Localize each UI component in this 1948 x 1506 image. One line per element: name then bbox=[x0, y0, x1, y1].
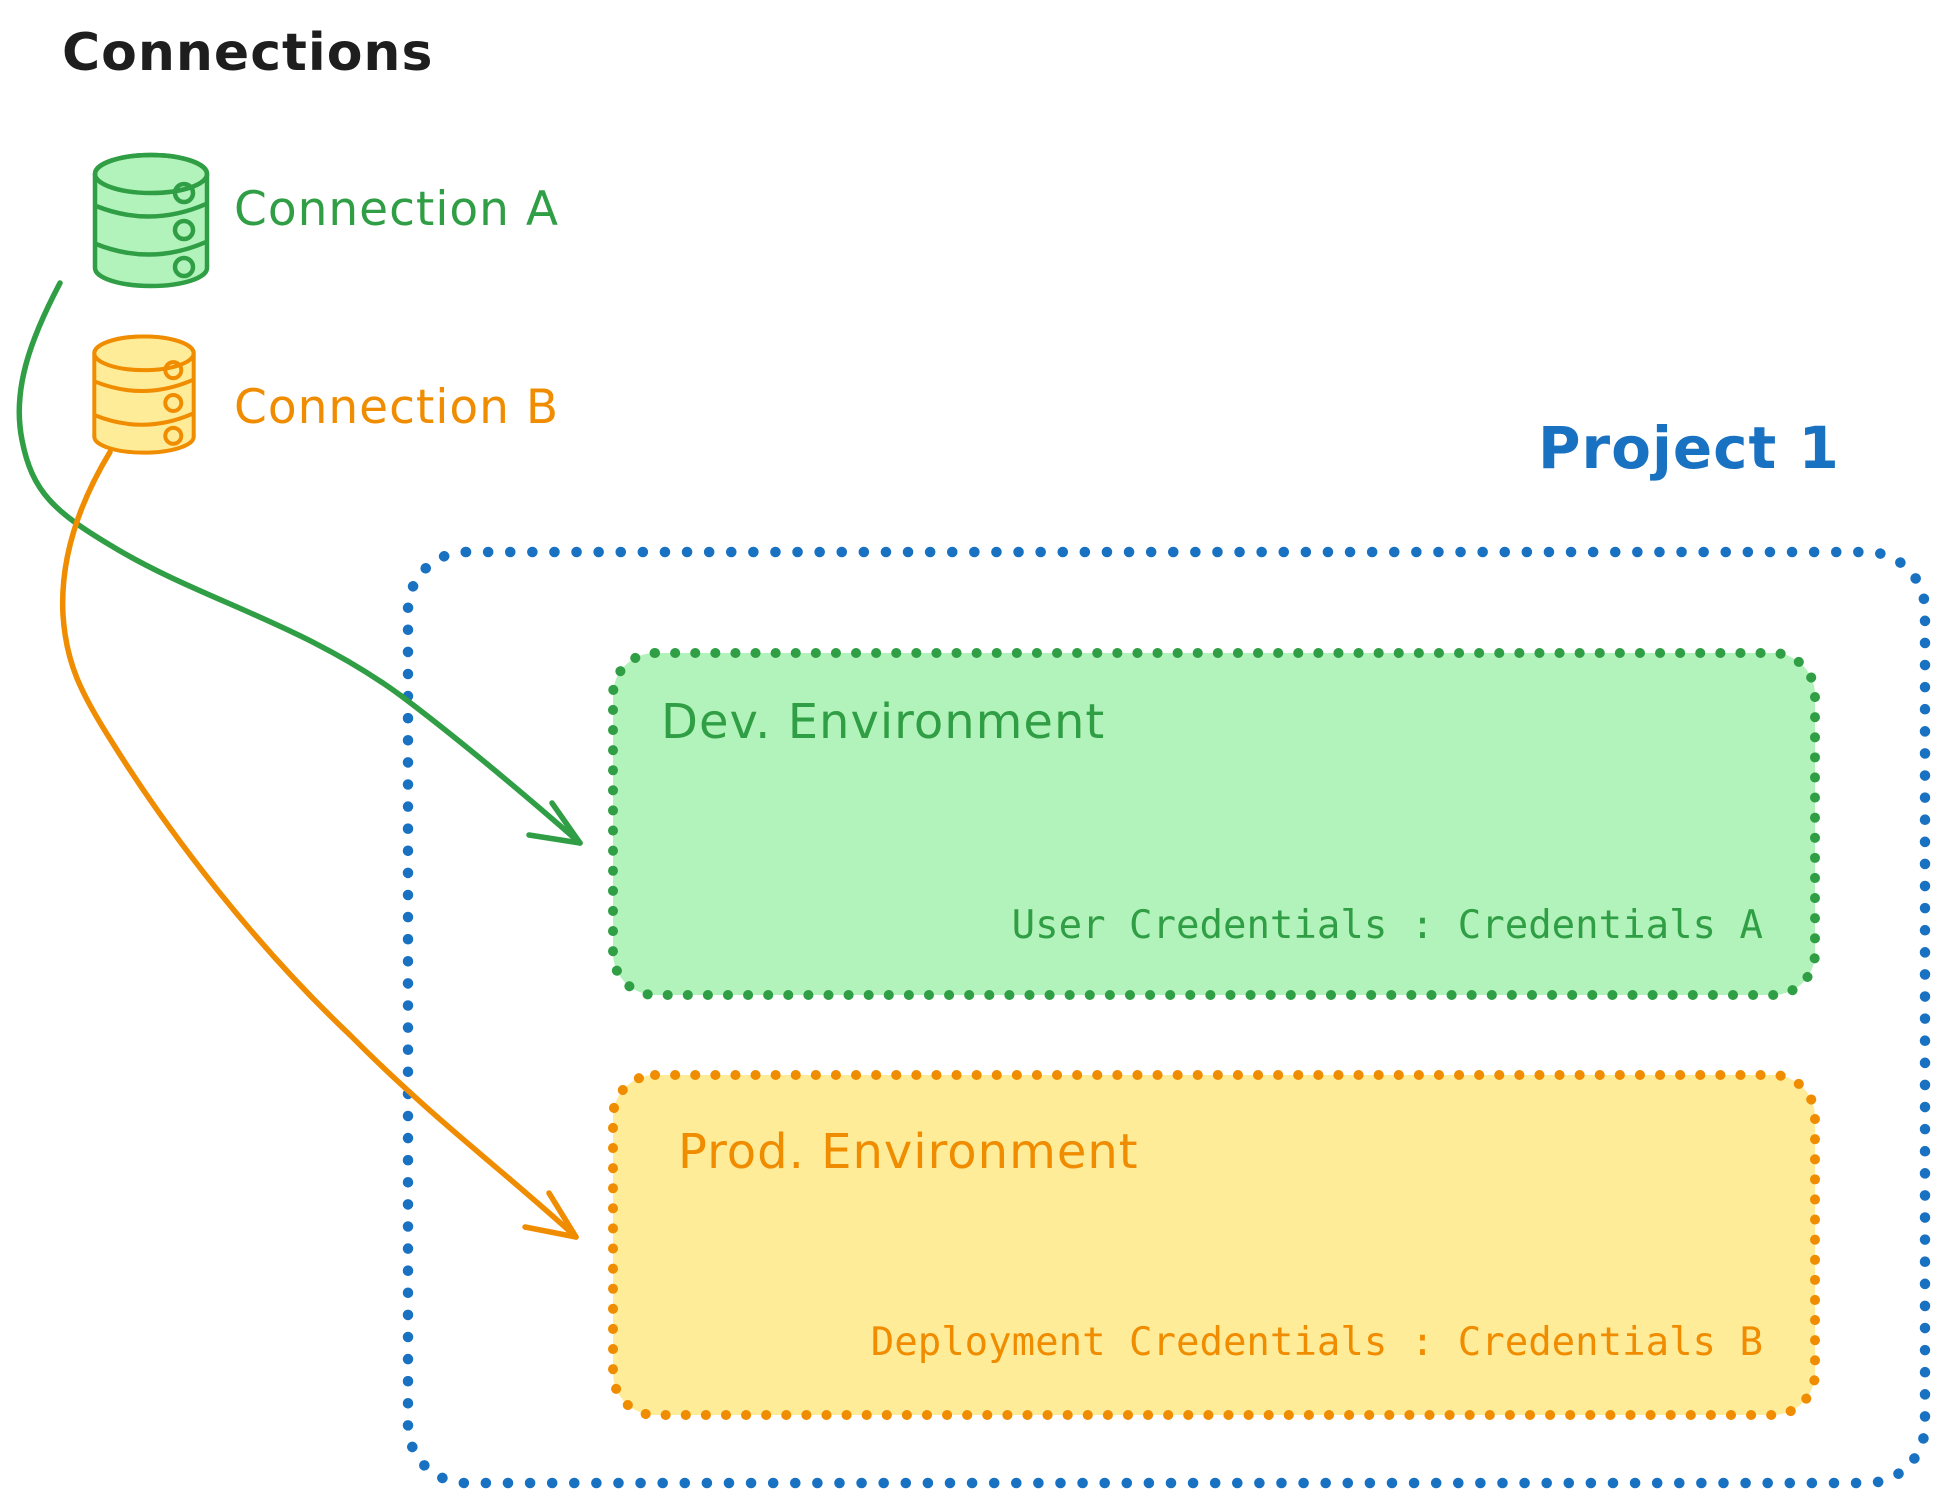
connection-b-label: Connection B bbox=[234, 380, 560, 435]
connection-b-to-prod-arrow bbox=[59, 449, 579, 1240]
connection-a-to-dev-arrow bbox=[16, 280, 583, 846]
database-icon bbox=[94, 336, 193, 452]
database-icon bbox=[95, 155, 207, 286]
project-box bbox=[402, 546, 1931, 1489]
arrowhead-barb bbox=[526, 832, 583, 846]
prod-environment-box bbox=[608, 1070, 1820, 1420]
prod-environment-title: Prod. Environment bbox=[678, 1124, 1139, 1180]
arrowhead-barb bbox=[522, 1224, 579, 1240]
project-title: Project 1 bbox=[1538, 414, 1840, 482]
diagram-title: Connections bbox=[62, 23, 434, 83]
dev-credentials-text: User Credentials : Credentials A bbox=[1011, 903, 1763, 948]
connection-a-label: Connection A bbox=[234, 182, 560, 237]
arrowhead-barb bbox=[546, 1190, 579, 1240]
dev-environment-box bbox=[608, 648, 1820, 1000]
dev-environment-title: Dev. Environment bbox=[661, 694, 1106, 750]
arrowhead-barb bbox=[549, 800, 583, 846]
prod-credentials-text: Deployment Credentials : Credentials B bbox=[870, 1320, 1763, 1365]
